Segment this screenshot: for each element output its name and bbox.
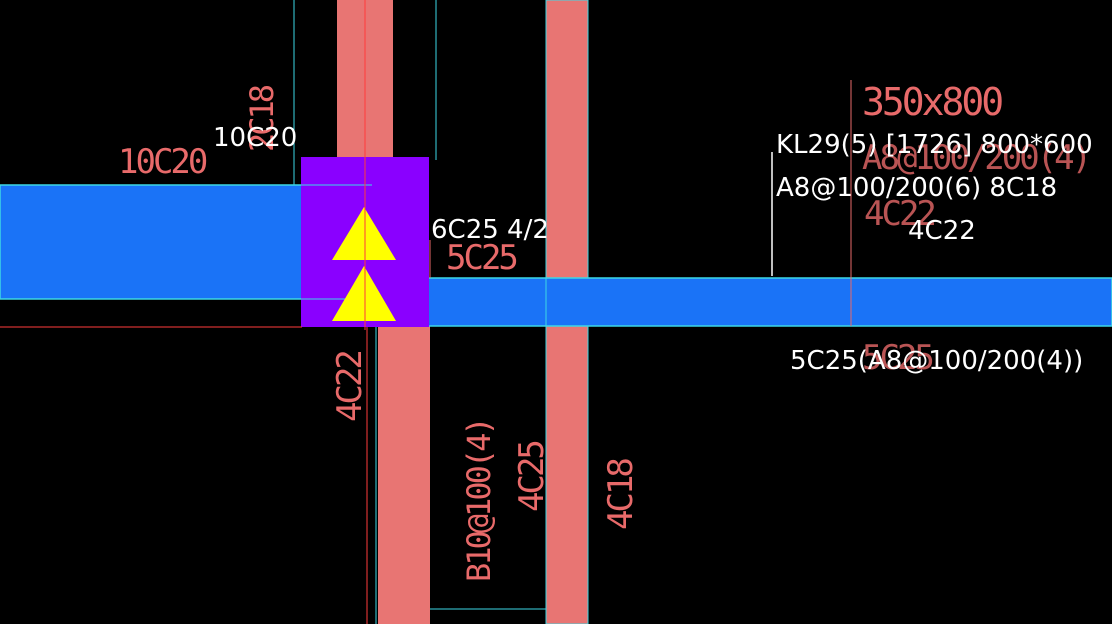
rebar-label-4c22-vertical: 4C22 — [330, 352, 370, 422]
rebar-label-10c20-red: 10C20 — [118, 142, 208, 182]
rebar-label-4c25-vertical: 4C25 — [512, 442, 552, 512]
beam-left[interactable] — [0, 184, 303, 300]
stirrup-label-faded: A8@100/200(4) — [862, 138, 1092, 178]
rebar-label-4c22[interactable]: 4C22 — [908, 216, 976, 246]
stirrup-label-b10-vertical: B10@100(4) — [460, 419, 498, 582]
section-size-label: 350x800 — [862, 80, 1004, 124]
rebar-label-4c18-vertical: 4C18 — [601, 460, 641, 530]
rebar-label-5c25-lower: 5C25 — [862, 338, 935, 378]
bottom-rebar-label[interactable]: 5C25(A8@100/200(4)) — [790, 346, 1084, 376]
triangle-marker-icon[interactable] — [332, 266, 396, 321]
triangle-marker-icon[interactable] — [332, 207, 396, 260]
rebar-label-6c25[interactable]: 6C25 4/2 — [431, 215, 549, 245]
rebar-label-4c22-faded: 4C22 — [864, 194, 937, 234]
rebar-label-10c20[interactable]: 10C20 — [213, 123, 298, 153]
beam-right[interactable] — [427, 277, 1112, 327]
rebar-label-5c25-upper: 5C25 — [446, 238, 519, 278]
stirrup-rebar-label[interactable]: A8@100/200(6) 8C18 — [776, 173, 1058, 203]
beam-designation-label[interactable]: KL29(5) [1726] 800*600 — [776, 130, 1093, 160]
column-lower-left[interactable] — [378, 326, 430, 624]
